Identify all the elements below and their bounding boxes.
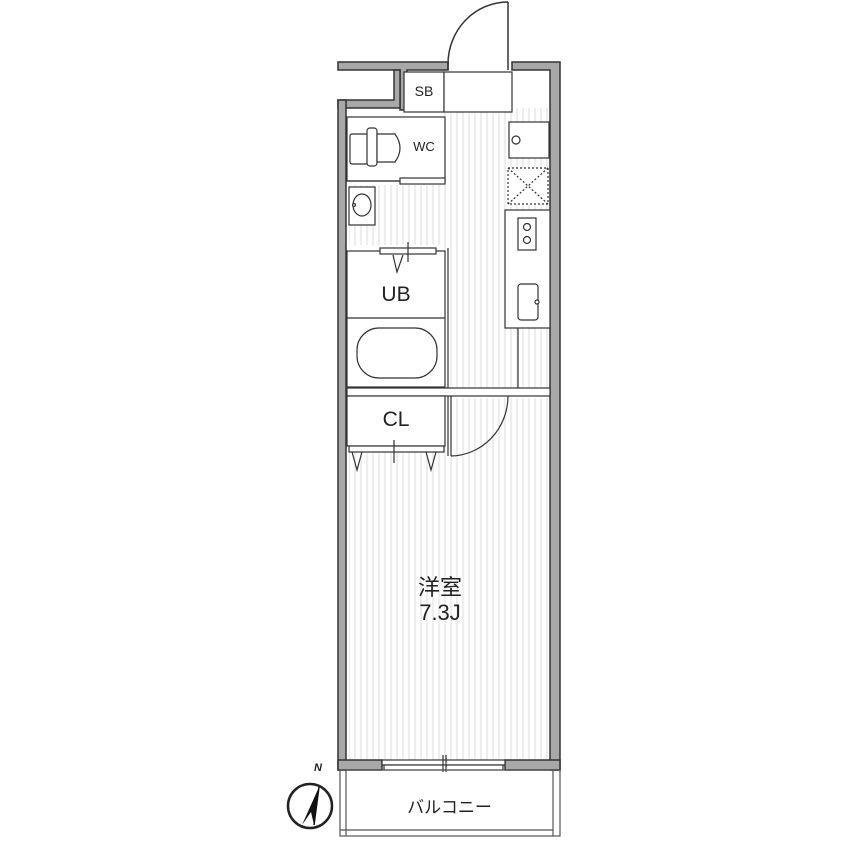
label-ub: UB — [381, 283, 411, 306]
hand-sink-icon — [348, 186, 376, 226]
north-compass-icon — [286, 782, 334, 830]
label-western-room: 洋室 — [417, 575, 462, 600]
room-partition — [346, 387, 551, 397]
label-balcony: バルコニー — [407, 798, 492, 817]
label-sb: SB — [414, 83, 434, 99]
closet-door-markers — [351, 440, 437, 473]
label-room-size: 7.3J — [419, 600, 461, 625]
toilet-icon — [349, 127, 401, 167]
label-cl: CL — [382, 408, 410, 431]
outer-walls — [337, 61, 561, 771]
room-door — [447, 395, 509, 457]
bathtub-icon — [356, 327, 438, 379]
entry-landing — [443, 71, 513, 113]
shoe-box — [403, 71, 445, 113]
western-room-floor — [349, 398, 550, 760]
compass-north-label: N — [314, 762, 322, 774]
label-wc: WC — [413, 139, 435, 154]
closet — [346, 395, 446, 453]
balcony — [339, 769, 561, 837]
entry-door — [447, 1, 509, 70]
ub-door-marker — [392, 242, 409, 275]
kitchen — [504, 121, 551, 390]
